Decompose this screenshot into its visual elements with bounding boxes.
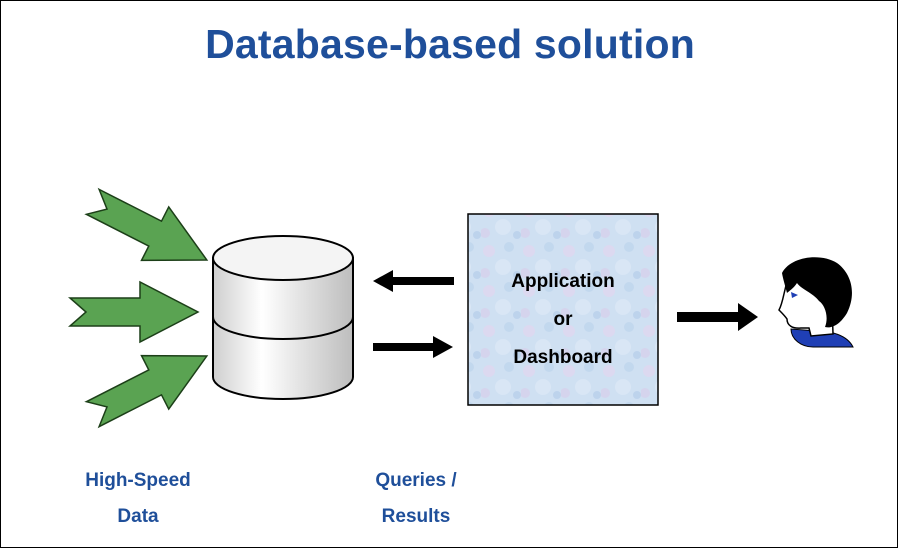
caption-left-line-2: Data <box>117 506 159 527</box>
application-box <box>467 213 659 406</box>
caption-middle-line-2: Results <box>381 506 451 527</box>
arrow-right-icon <box>373 336 453 358</box>
caption-middle-line-1: Queries / <box>375 470 457 491</box>
input-arrow-icon <box>84 187 209 262</box>
input-arrow-icon <box>84 354 209 429</box>
app-box-line-1: Application <box>511 271 615 292</box>
page-title: Database-based solution <box>205 21 695 67</box>
caption-queries-results: Queries / Results <box>331 463 501 535</box>
app-box-line-2: or <box>553 309 573 330</box>
user-head-icon <box>778 257 854 348</box>
caption-high-speed-data: High-Speed Data <box>53 463 223 535</box>
input-arrow-icon <box>68 280 200 344</box>
arrow-right-icon <box>677 303 758 331</box>
database-icon <box>212 235 354 400</box>
arrow-left-icon <box>373 270 454 292</box>
app-box-line-3: Dashboard <box>513 347 613 368</box>
application-box-label: Application or Dashboard <box>468 263 658 377</box>
caption-left-line-1: High-Speed <box>85 470 191 491</box>
